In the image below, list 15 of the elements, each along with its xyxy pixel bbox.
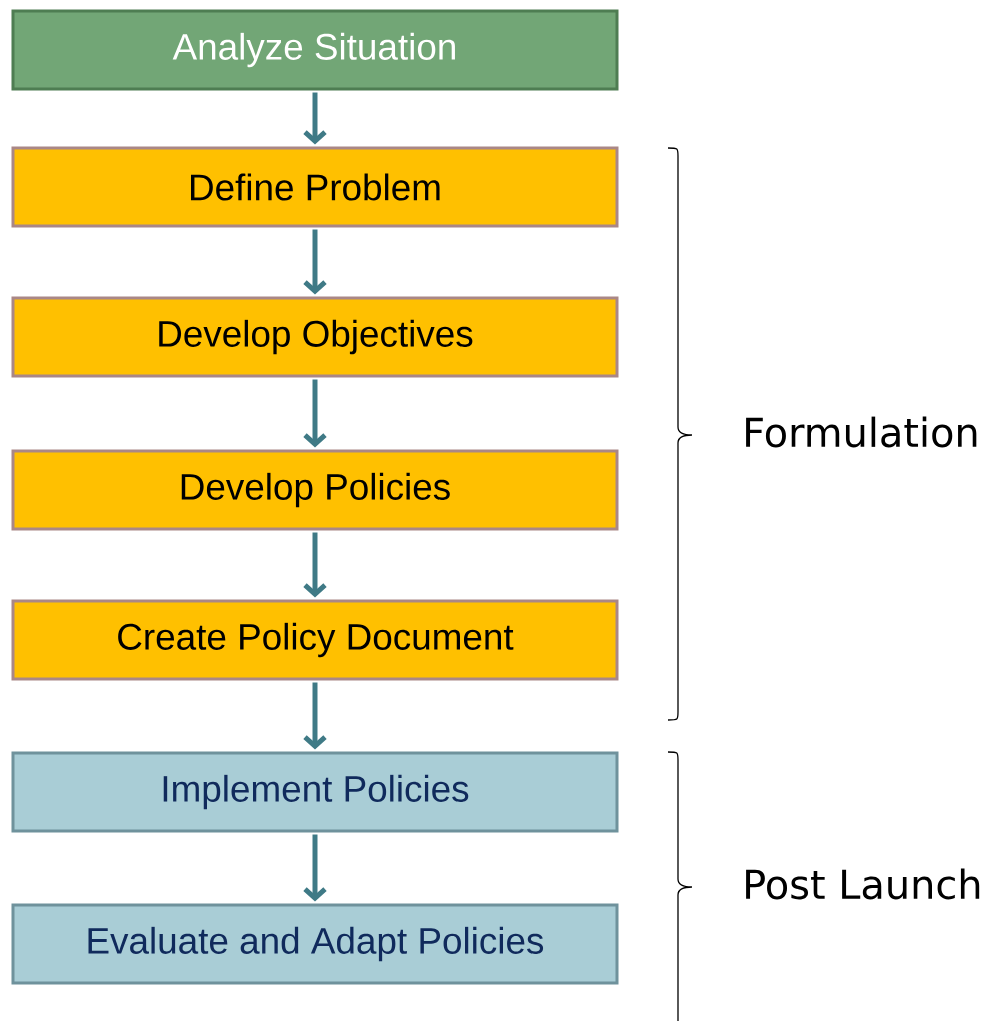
arrow <box>303 532 327 598</box>
process-box: Evaluate and Adapt Policies <box>11 903 619 985</box>
process-box: Analyze Situation <box>11 9 619 91</box>
process-box: Create Policy Document <box>11 599 619 681</box>
process-box: Implement Policies <box>11 751 619 833</box>
arrow <box>303 379 327 448</box>
bracket-label: Formulation <box>746 416 977 448</box>
process-box: Develop Policies <box>11 449 619 531</box>
arrow <box>303 682 327 750</box>
arrow <box>303 229 327 295</box>
bracket-label: Post Launch <box>746 868 980 900</box>
process-box: Define Problem <box>11 146 619 228</box>
arrow <box>303 834 327 902</box>
process-box: Develop Objectives <box>11 296 619 378</box>
arrow <box>303 92 327 145</box>
